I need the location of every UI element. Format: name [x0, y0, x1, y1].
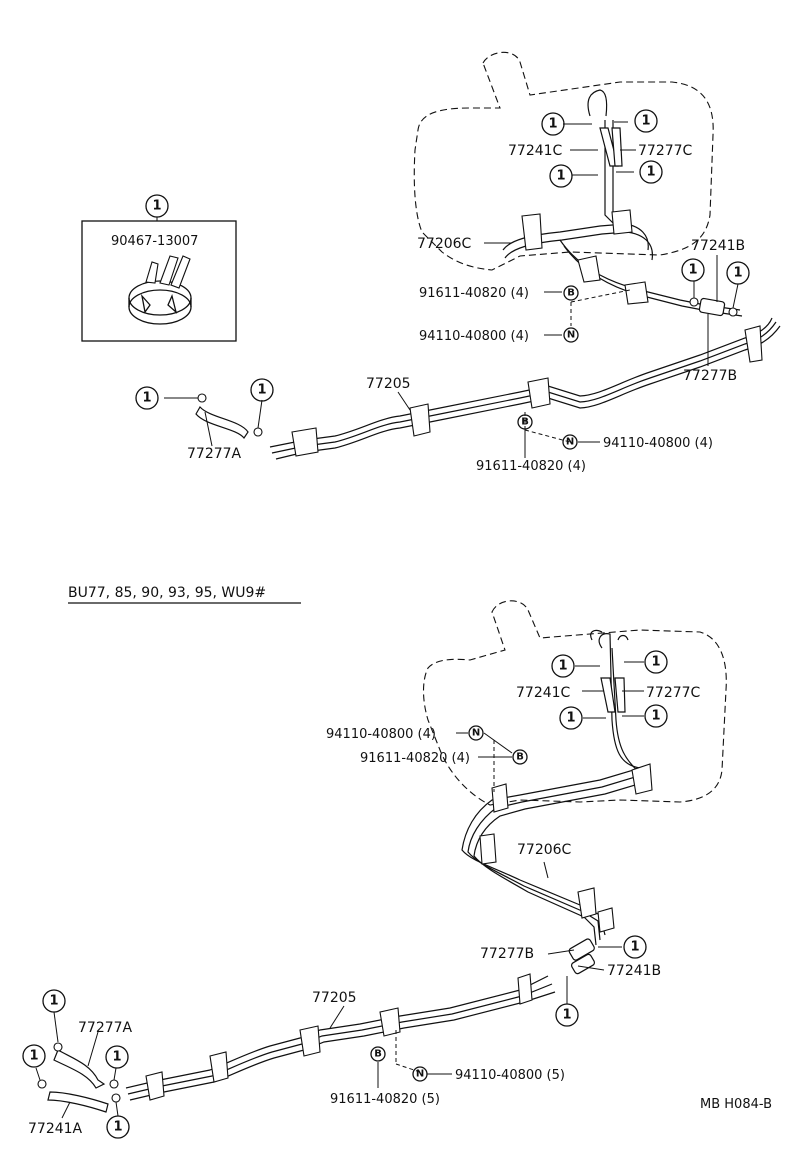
hose-77277A-top: [195, 405, 249, 440]
tube-clamp: [145, 973, 533, 1101]
label-77277C: 77277C: [638, 143, 693, 159]
label-nut-2: 94110-40800 (5): [455, 1068, 565, 1083]
svg-text:1: 1: [548, 117, 557, 132]
clip-part-number: 90467-13007: [111, 234, 198, 249]
svg-text:1: 1: [49, 994, 58, 1009]
tube-clamp: [479, 763, 653, 933]
svg-text:1: 1: [558, 659, 567, 674]
filler-tube-bottom: [590, 629, 629, 641]
svg-text:1: 1: [562, 1008, 571, 1023]
tube-clamp: [291, 325, 763, 457]
svg-text:1: 1: [29, 1049, 38, 1064]
svg-text:N: N: [472, 728, 480, 739]
drawing-code: MB H084-B: [700, 1097, 772, 1112]
svg-text:1: 1: [641, 114, 650, 129]
svg-text:1: 1: [651, 709, 660, 724]
fuel-tank-outline: [413, 51, 714, 271]
label-nut-1: 94110-40800 (4): [326, 727, 436, 742]
hose-77277C-bottom: [614, 677, 626, 713]
label-77277B: 77277B: [683, 368, 737, 384]
filler-tube-top: [587, 89, 608, 117]
label-nut-1: 94110-40800 (4): [419, 329, 529, 344]
bolt-marker: B B: [517, 285, 579, 430]
hose-clip: [53, 1042, 63, 1052]
tube-clamp: [521, 209, 649, 305]
svg-text:1: 1: [112, 1050, 121, 1065]
label-77241B: 77241B: [691, 238, 745, 254]
svg-text:1: 1: [630, 940, 639, 955]
svg-text:1: 1: [651, 655, 660, 670]
svg-text:N: N: [416, 1069, 424, 1080]
hose-clip: [109, 1079, 119, 1089]
label-77241C: 77241C: [516, 685, 571, 701]
top-assembly: 1 1 1 1 1 1 1 1 B B N N 77241C 77277C 77…: [135, 51, 781, 474]
hose-77241B-bottom: [570, 953, 596, 975]
hose-77241B-top: [698, 297, 726, 317]
svg-text:1: 1: [733, 266, 742, 281]
label-bolt-1: 91611-40820 (4): [360, 751, 470, 766]
label-bolt-1: 91611-40820 (4): [419, 286, 529, 301]
label-bolt-2: 91611-40820 (4): [476, 459, 586, 474]
label-77277A: 77277A: [78, 1020, 133, 1036]
clip-marker: 1 1 1 1 1 1 1 1 1 1: [22, 650, 668, 1139]
label-77206C: 77206C: [517, 842, 572, 858]
leader-lines: [35, 661, 644, 1119]
clip-detail-ref: 1: [152, 199, 161, 214]
svg-text:B: B: [521, 417, 529, 428]
svg-text:1: 1: [646, 165, 655, 180]
leader-lines: [164, 121, 739, 458]
label-77205: 77205: [312, 990, 357, 1006]
label-77241B: 77241B: [607, 963, 661, 979]
hose-clip: [111, 1093, 121, 1103]
label-77241A: 77241A: [28, 1121, 83, 1137]
svg-text:B: B: [516, 752, 524, 763]
hose-clip: [37, 1079, 47, 1089]
svg-text:B: B: [567, 288, 575, 299]
clip-icon: [128, 255, 192, 325]
svg-text:1: 1: [257, 383, 266, 398]
hose-clip: [197, 393, 207, 403]
hose-77241A-bottom: [47, 1091, 109, 1113]
clip-detail-box: [81, 220, 237, 342]
label-bolt-2: 91611-40820 (5): [330, 1092, 440, 1107]
hose-clip: [689, 297, 699, 307]
label-77205: 77205: [366, 376, 411, 392]
bottom-assembly: 1 1 1 1 1 1 1 1 1 1 B B N N 77241C 77277…: [22, 600, 727, 1139]
clip-marker: 1 1 1 1 1 1 1 1: [135, 109, 750, 410]
svg-text:1: 1: [566, 711, 575, 726]
hose-77277B-bottom: [568, 938, 595, 961]
section-title: BU77, 85, 90, 93, 95, WU9#: [68, 585, 266, 601]
fuel-tank-outline: [422, 600, 727, 806]
svg-text:1: 1: [142, 391, 151, 406]
label-77206C: 77206C: [417, 236, 472, 252]
svg-text:N: N: [567, 330, 575, 341]
svg-text:1: 1: [113, 1120, 122, 1135]
label-77277B: 77277B: [480, 946, 534, 962]
svg-text:1: 1: [556, 169, 565, 184]
label-77241C: 77241C: [508, 143, 563, 159]
label-77277A: 77277A: [187, 446, 242, 462]
hose-clip: [728, 307, 738, 317]
bolt-marker: B B: [370, 749, 528, 1062]
label-77277C: 77277C: [646, 685, 701, 701]
nut-marker: N N: [562, 327, 579, 450]
clip-detail: 1 90467-13007: [81, 194, 237, 342]
svg-text:N: N: [566, 437, 574, 448]
nut-marker: N N: [412, 725, 484, 1082]
svg-text:1: 1: [688, 263, 697, 278]
hose-77241C-bottom: [600, 677, 616, 713]
label-nut-2: 94110-40800 (4): [603, 436, 713, 451]
hose-77277C-top: [611, 127, 623, 167]
svg-text:B: B: [374, 1049, 382, 1060]
hose-77277A-bottom: [53, 1049, 106, 1089]
hose-clip: [253, 427, 263, 437]
